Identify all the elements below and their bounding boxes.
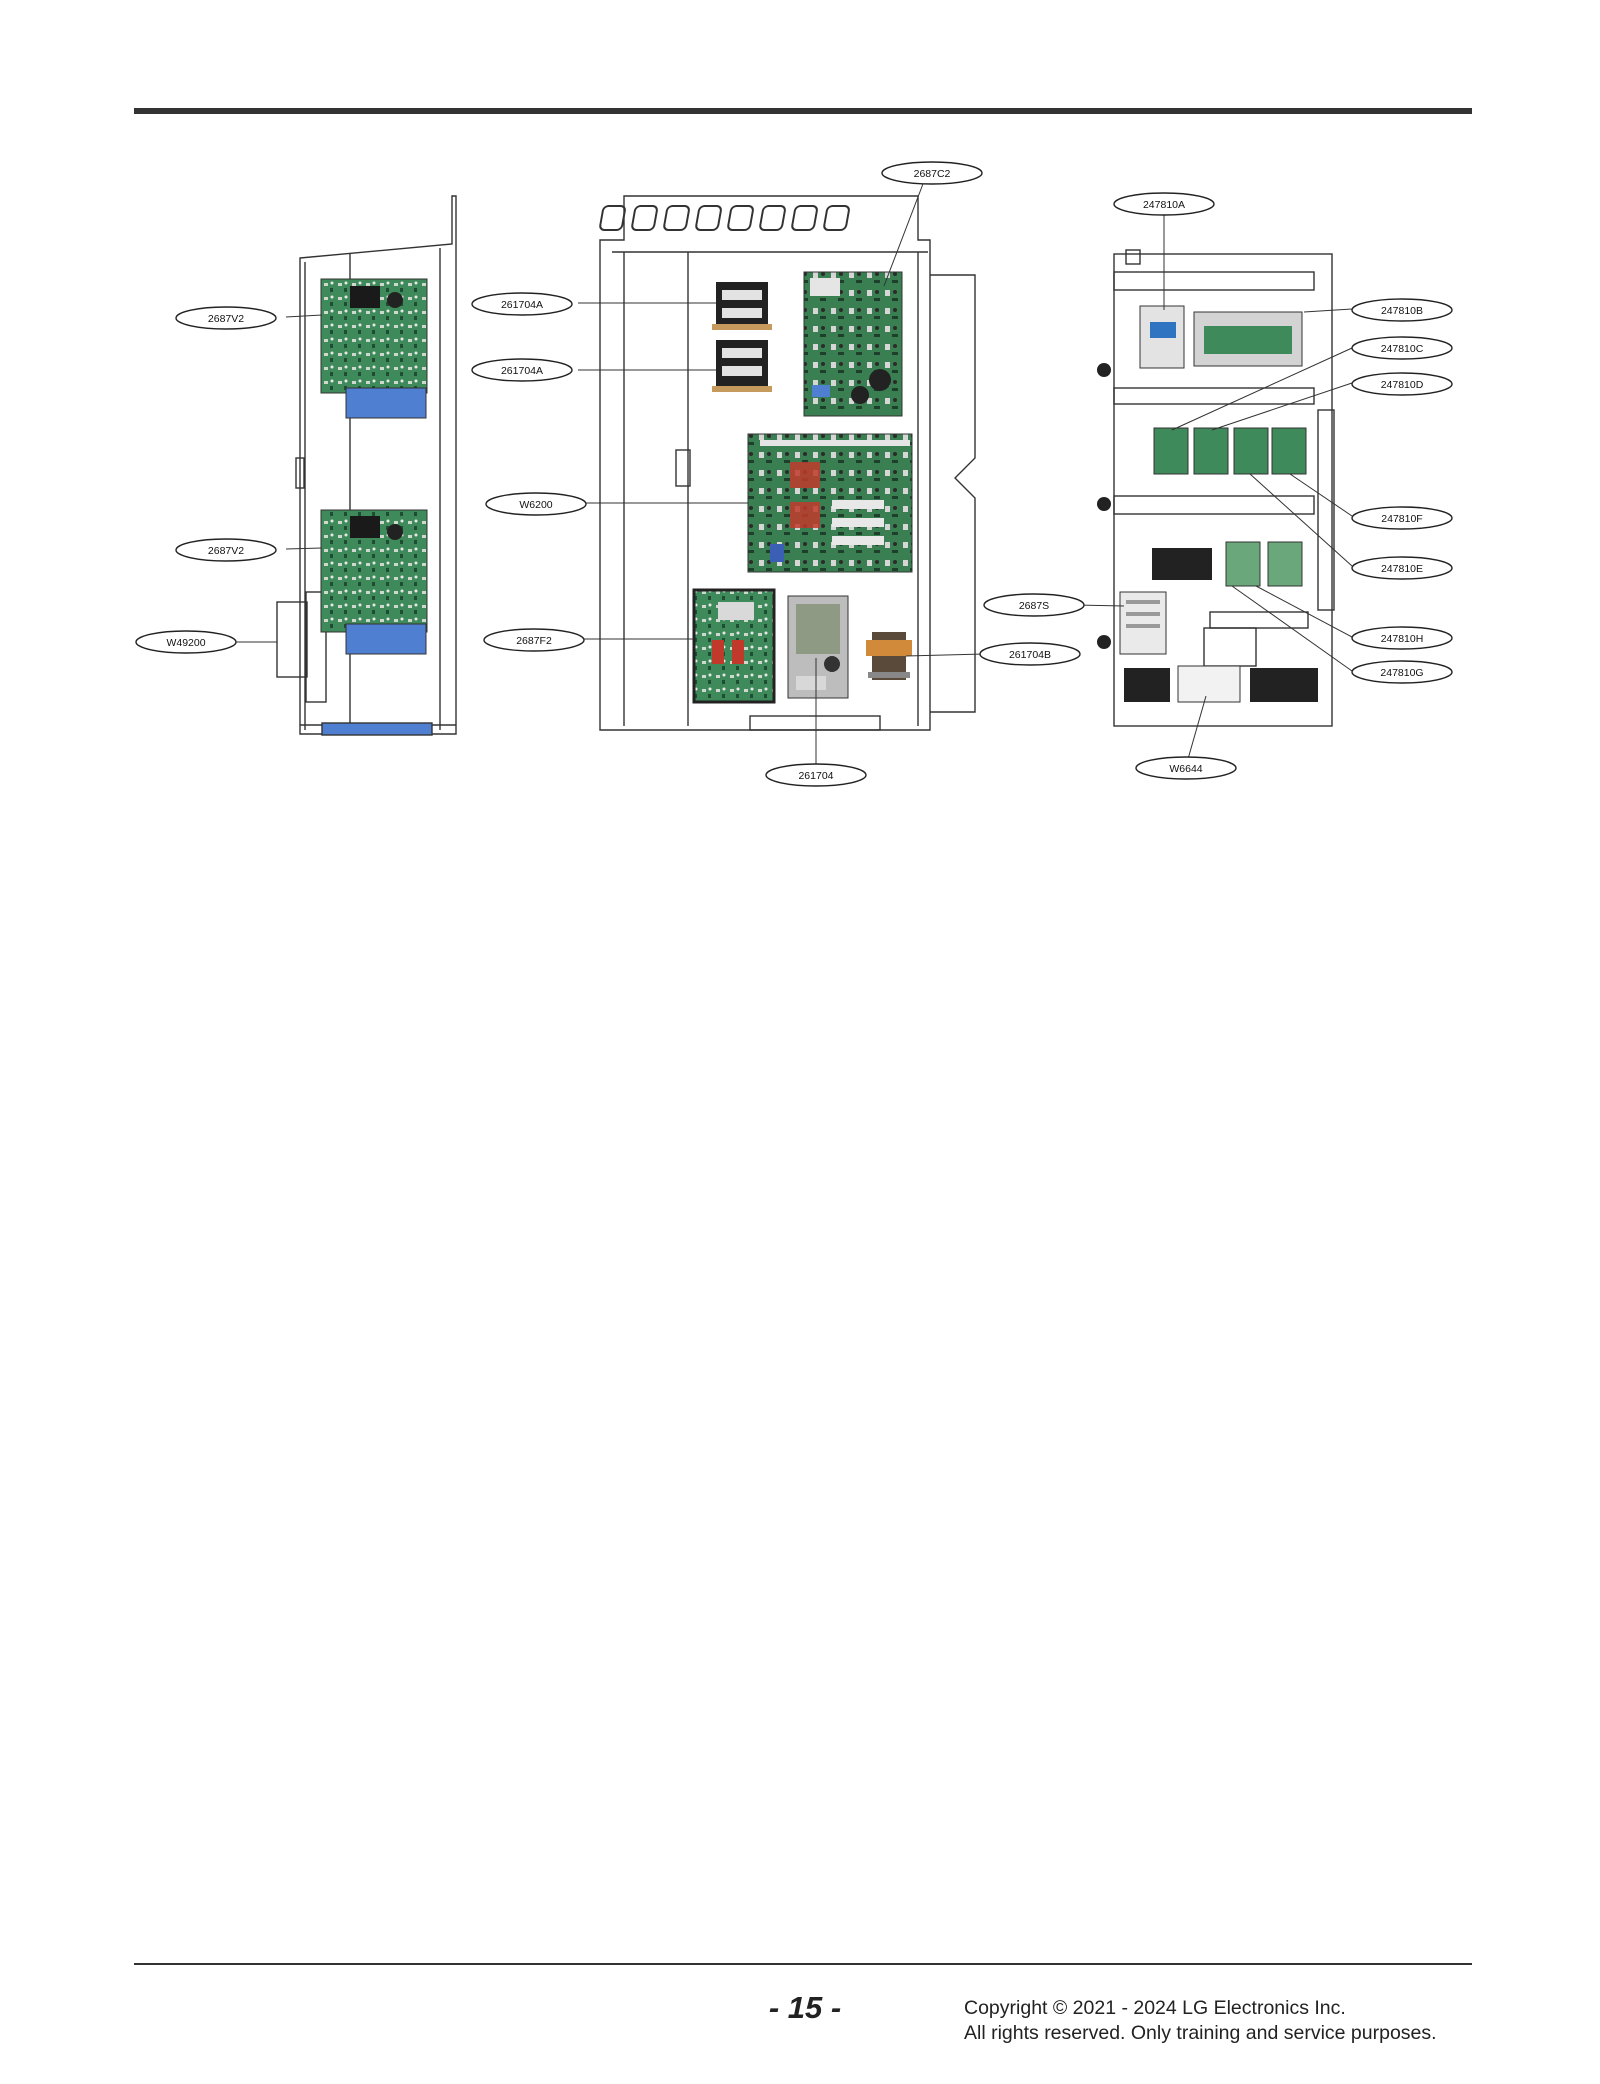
callout-label: 2687F2 [516,635,552,647]
header-rule [134,108,1472,114]
callout-label: 247810G [1380,667,1423,679]
callout-label: 247810A [1143,199,1185,211]
callout-261704: 261704 [765,763,867,787]
callout-247810B: 247810B [1351,298,1453,322]
callout-label: 261704B [1009,649,1051,661]
pcb-2687V2-bottom [320,509,428,655]
callout-W6644: W6644 [1135,756,1237,780]
terminal-row-upper [1152,541,1303,587]
power-supply-261704 [787,595,849,699]
callout-247810D: 247810D [1351,372,1453,396]
callout-247810A: 247810A [1113,192,1215,216]
copyright-line-1: Copyright © 2021 - 2024 LG Electronics I… [964,1997,1346,2019]
pcb-2687S [1119,591,1167,655]
callout-label: W6644 [1169,763,1202,775]
callout-label: 261704A [501,365,543,377]
callout-247810H: 247810H [1351,626,1453,650]
callout-261704A-top: 261704A [471,292,573,316]
transformer-261704A-top [712,282,772,330]
pcb-2687F2 [692,588,776,704]
callout-label: 247810H [1381,633,1424,645]
callout-247810F: 247810F [1351,506,1453,530]
module-247810B [1193,311,1303,367]
pcb-2687V2-top [320,278,428,419]
relays-247810C-F [1153,427,1307,475]
callout-label: 261704 [798,770,833,782]
callout-W49200: W49200 [135,630,237,654]
right-panel [1113,249,1335,727]
callout-label: 2687S [1019,600,1049,612]
callout-label: 247810B [1381,305,1423,317]
callout-label: 247810D [1381,379,1424,391]
controller-247810A [1139,305,1185,369]
pcb-W6200 [747,433,913,573]
callout-label: W49200 [166,637,205,649]
callout-247810C: 247810C [1351,336,1453,360]
callout-247810G: 247810G [1351,660,1453,684]
callout-2687C2: 2687C2 [881,161,983,185]
pcb-2687C2 [803,271,903,417]
callout-label: 2687V2 [208,313,244,325]
callout-247810E: 247810E [1351,556,1453,580]
callout-2687F2: 2687F2 [483,628,585,652]
callout-2687V2-top: 2687V2 [175,306,277,330]
transformer-261704B [866,632,912,680]
callout-label: 2687V2 [208,545,244,557]
footer-rule [134,1963,1472,1965]
callout-label: 2687C2 [914,168,951,180]
callout-W6200: W6200 [485,492,587,516]
callout-label: 247810C [1381,343,1424,355]
callout-261704A-bottom: 261704A [471,358,573,382]
leader-lines [230,175,1353,767]
callout-label: 247810F [1381,513,1422,525]
copyright-notice: Copyright © 2021 - 2024 LG Electronics I… [964,1996,1437,2046]
callout-2687V2-bottom: 2687V2 [175,538,277,562]
terminal-block-W6644 [1124,665,1318,703]
center-top-slots [599,205,850,231]
center-panel [599,195,976,731]
copyright-line-2: All rights reserved. Only training and s… [964,2022,1437,2044]
transformer-261704A-bottom [712,340,772,392]
right-panel-bolts [1097,363,1111,649]
page-number: - 15 - [768,1990,842,2025]
callout-2687S: 2687S [983,593,1085,617]
callout-label: 261704A [501,299,543,311]
callout-label: 247810E [1381,563,1423,575]
callout-261704B: 261704B [979,642,1081,666]
callout-label: W6200 [519,499,552,511]
